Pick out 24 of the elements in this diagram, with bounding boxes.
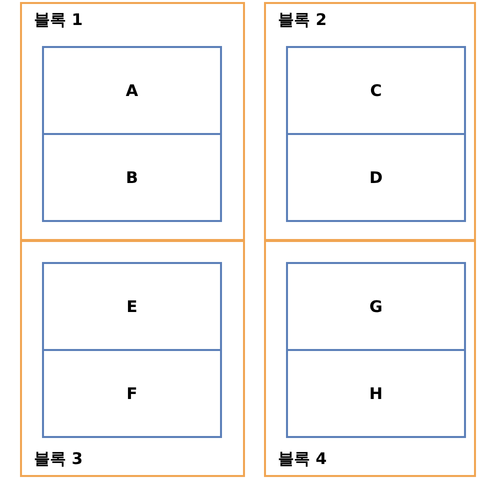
item-label: D — [369, 166, 383, 188]
block-heading: 블록 4 — [278, 448, 327, 470]
block-heading: 블록 3 — [34, 448, 83, 470]
item-label: G — [369, 296, 383, 318]
block-heading: 블록 2 — [278, 9, 327, 31]
item-box — [42, 262, 222, 351]
item-label: H — [369, 382, 383, 404]
block-frame — [20, 240, 245, 477]
item-label: E — [126, 296, 138, 318]
block-frame — [264, 240, 476, 477]
item-box — [286, 46, 466, 135]
block-frame — [264, 2, 476, 241]
item-label: A — [126, 80, 138, 102]
item-label: B — [126, 166, 138, 188]
item-box — [286, 262, 466, 351]
item-box — [286, 349, 466, 438]
item-box — [286, 133, 466, 222]
item-label: F — [126, 382, 138, 404]
block-heading: 블록 1 — [34, 9, 83, 31]
item-box — [42, 133, 222, 222]
item-label: C — [370, 80, 382, 102]
item-box — [42, 46, 222, 135]
item-box — [42, 349, 222, 438]
block-frame — [20, 2, 245, 241]
